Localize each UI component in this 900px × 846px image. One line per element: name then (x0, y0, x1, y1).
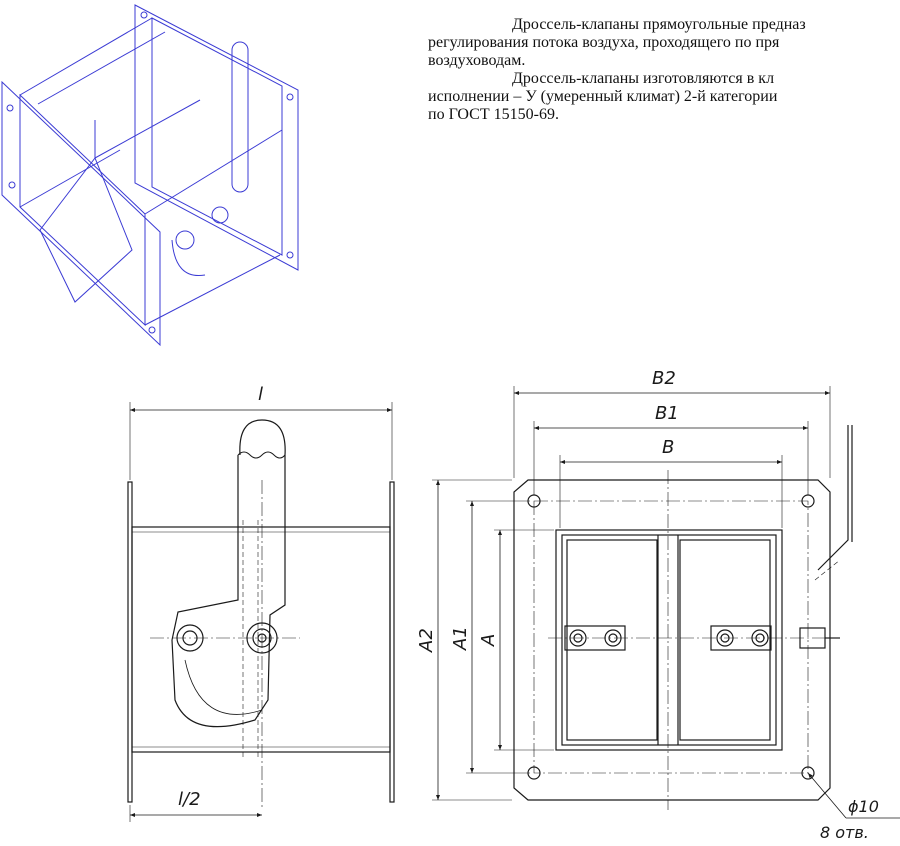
front-handle (817, 425, 849, 571)
dim-label-b: B (662, 437, 674, 458)
dim-label-l: l (258, 384, 263, 405)
dim-label-a2: A2 (416, 628, 437, 653)
clamp-left (564, 625, 626, 651)
side-body (131, 526, 391, 753)
iso-handle (231, 41, 249, 193)
desc-para2-line3: по ГОСТ 15150-69. (428, 106, 559, 123)
blade-right (679, 539, 771, 741)
blade-left (566, 539, 658, 741)
dim-label-b2: B2 (652, 368, 676, 389)
hole-diameter-label: ϕ10 (848, 797, 879, 816)
front-flange (513, 479, 831, 801)
desc-para1-line2: регулирования потока воздуха, проходящег… (428, 34, 780, 51)
side-handle-grip (239, 419, 286, 456)
iso-front-flange (1, 80, 161, 347)
dim-label-a: A (478, 634, 499, 647)
dim-label-b1: B1 (655, 403, 679, 424)
side-nut-left (176, 624, 204, 652)
side-view (127, 402, 395, 822)
side-nut-right (246, 622, 278, 654)
desc-para2-line2: исполнении – У (умеренный климат) 2-й ка… (428, 88, 778, 105)
dim-label-l-half: l/2 (178, 789, 201, 810)
side-handle (171, 455, 286, 728)
isometric-view (1, 4, 299, 347)
front-view (432, 386, 900, 819)
description-text: Дроссель-клапаны прямоугольные предназ р… (428, 16, 900, 124)
front-opening (555, 529, 783, 751)
desc-para1-line3: воздуховодам. (428, 52, 526, 69)
desc-para2-line1: Дроссель-клапаны изготовляются в кл (512, 70, 775, 87)
dim-label-a1: A1 (450, 626, 471, 651)
hole-count-label: 8 отв. (820, 823, 869, 842)
clamp-right (710, 625, 772, 651)
hole-4 (801, 766, 815, 780)
iso-nut (211, 206, 229, 224)
desc-para1-line1: Дроссель-клапаны прямоугольные предназ (512, 16, 806, 33)
